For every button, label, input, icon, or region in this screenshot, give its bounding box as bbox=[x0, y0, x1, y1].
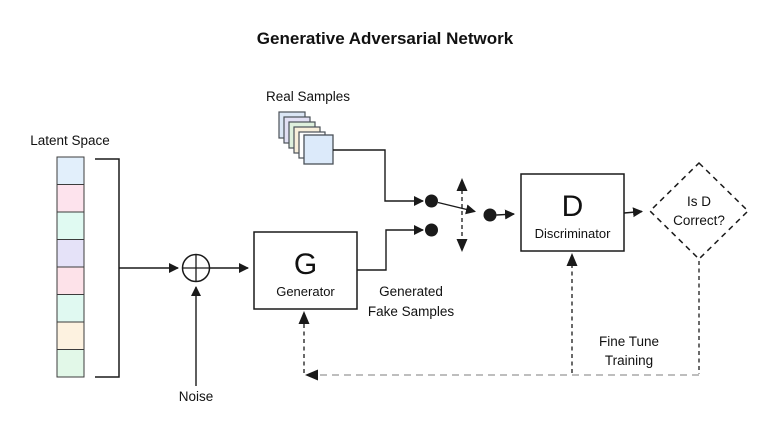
latent-bracket bbox=[95, 158, 120, 378]
latent-cell-2 bbox=[56, 184, 85, 213]
fine-tune-label-line1: Fine Tune bbox=[599, 334, 659, 349]
fine-tune-label-line2: Training bbox=[605, 353, 653, 368]
discriminator-node: D Discriminator bbox=[520, 173, 625, 252]
latent-cell-8 bbox=[56, 349, 85, 378]
generator-output-path bbox=[357, 229, 405, 271]
real-samples-label: Real Samples bbox=[266, 89, 350, 104]
decision-node: Is D Correct? bbox=[648, 161, 750, 261]
switch-common-dot bbox=[483, 208, 497, 222]
sum-node bbox=[181, 253, 211, 283]
generator-symbol: G bbox=[294, 248, 317, 281]
switch-selector-arm bbox=[437, 201, 476, 215]
real-samples-path bbox=[333, 149, 405, 202]
latent-space-label: Latent Space bbox=[30, 133, 110, 148]
decision-label-line2: Correct? bbox=[673, 213, 725, 228]
latent-cell-1 bbox=[56, 156, 85, 185]
decision-label-line1: Is D bbox=[687, 194, 711, 209]
generator-box bbox=[253, 231, 358, 310]
generated-fake-label-line2: Fake Samples bbox=[368, 304, 455, 319]
discriminator-to-decision-arrow bbox=[623, 207, 643, 218]
latent-cell-5 bbox=[56, 266, 85, 295]
switch-toggle-up-arrowhead bbox=[456, 178, 468, 191]
feedback-left-arrowhead bbox=[305, 369, 318, 381]
latent-cell-6 bbox=[56, 294, 85, 323]
diagram-title: Generative Adversarial Network bbox=[257, 29, 514, 48]
latent-cell-3 bbox=[56, 211, 85, 240]
generated-fake-label-line1: Generated bbox=[379, 284, 443, 299]
switch-to-discriminator-arrow bbox=[496, 209, 515, 220]
discriminator-label: Discriminator bbox=[535, 226, 612, 241]
feedback-to-generator-arrowhead bbox=[298, 311, 310, 324]
latent-space-group: Latent Space bbox=[30, 133, 120, 378]
latent-cell-4 bbox=[56, 239, 85, 268]
feedback-to-discriminator-arrowhead bbox=[566, 253, 578, 266]
noise-label: Noise bbox=[179, 389, 214, 404]
real-sample-card-front bbox=[303, 134, 334, 165]
discriminator-box bbox=[520, 173, 625, 252]
generator-node: G Generator bbox=[253, 231, 358, 310]
discriminator-symbol: D bbox=[562, 190, 584, 223]
generator-label: Generator bbox=[276, 284, 335, 299]
switch-fake-terminal-dot bbox=[425, 223, 438, 237]
real-samples-group: Real Samples bbox=[266, 89, 350, 165]
decision-diamond bbox=[648, 161, 750, 261]
latent-cell-7 bbox=[56, 321, 85, 350]
switch-toggle-down-arrowhead bbox=[456, 239, 468, 252]
switch-real-terminal-dot bbox=[425, 194, 438, 208]
